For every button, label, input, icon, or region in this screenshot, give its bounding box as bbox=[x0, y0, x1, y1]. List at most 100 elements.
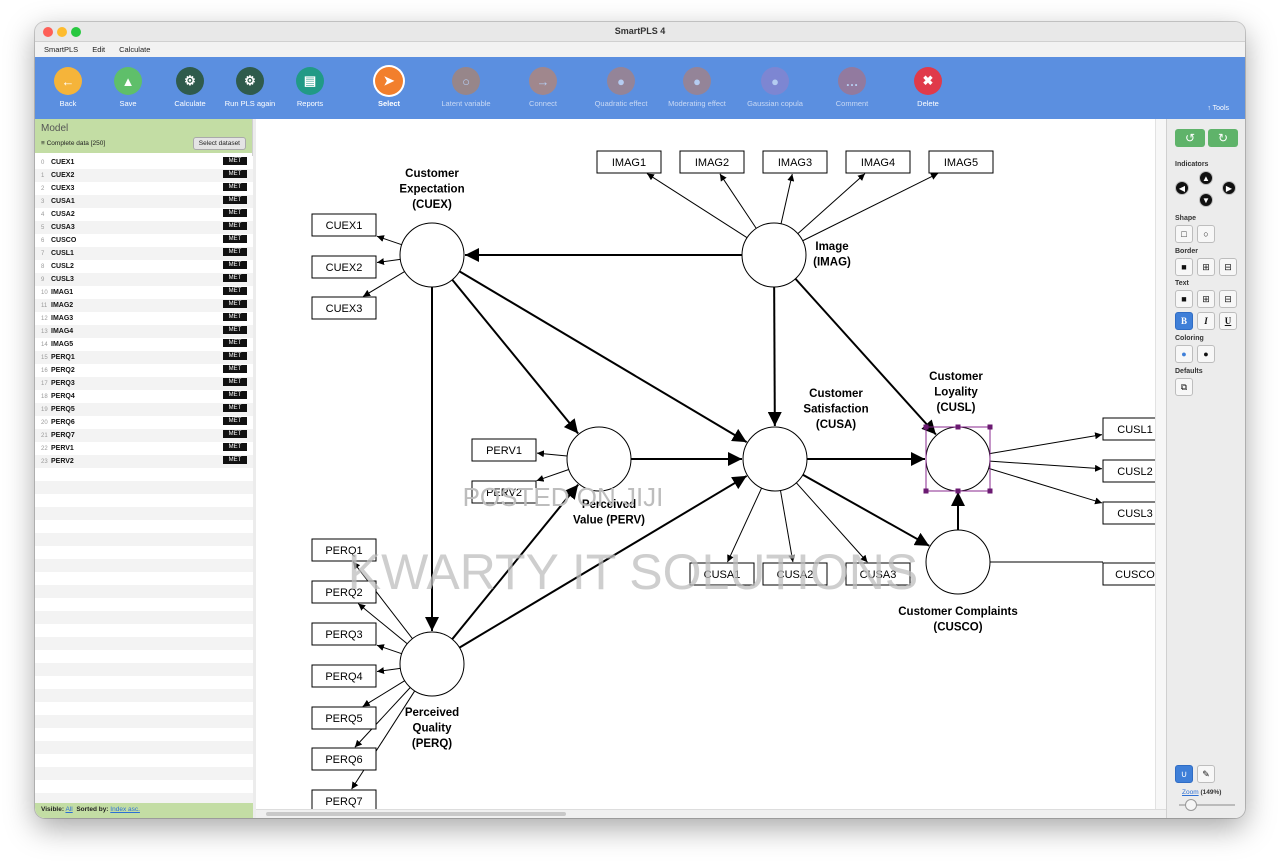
loading-imag-imag4[interactable] bbox=[797, 173, 866, 235]
indicator-box[interactable]: PERQ5 bbox=[311, 706, 377, 730]
indicator-box[interactable]: CUSA1 bbox=[689, 562, 755, 586]
loading-perq-perq7[interactable] bbox=[351, 690, 416, 790]
loading-cusa-cusa1[interactable] bbox=[727, 487, 763, 563]
loading-imag-imag1[interactable] bbox=[646, 173, 748, 239]
loading-cuex-cuex3[interactable] bbox=[362, 271, 405, 297]
scale-badge[interactable]: MET bbox=[223, 261, 247, 269]
indicator-box[interactable]: CUEX3 bbox=[311, 296, 377, 320]
toolbar-button-gaussian-copula[interactable]: ●Gaussian copula bbox=[740, 67, 810, 108]
construct-cusco[interactable] bbox=[925, 529, 991, 595]
loading-perq-perq6[interactable] bbox=[354, 687, 411, 748]
construct-cusl[interactable] bbox=[923, 424, 993, 494]
loading-perv-perv1[interactable] bbox=[536, 450, 568, 458]
toolbar-button-moderating-effect[interactable]: ●Moderating effect bbox=[662, 67, 732, 108]
toolbar-button-calculate[interactable]: ⚙Calculate bbox=[155, 67, 225, 108]
scale-badge[interactable]: MET bbox=[223, 222, 247, 230]
loading-cusl-cusl1[interactable] bbox=[989, 432, 1103, 455]
scale-badge[interactable]: MET bbox=[223, 456, 247, 464]
scale-badge[interactable]: MET bbox=[223, 339, 247, 347]
loading-cusa-cusa2[interactable] bbox=[779, 490, 796, 563]
border-decrease-button[interactable]: ⊟ bbox=[1219, 258, 1237, 276]
scale-badge[interactable]: MET bbox=[223, 417, 247, 425]
indicator-box[interactable]: PERQ3 bbox=[311, 622, 377, 646]
path-cusa-cusco[interactable] bbox=[802, 473, 930, 547]
construct-perq[interactable] bbox=[399, 631, 465, 697]
select-dataset-button[interactable]: Select dataset bbox=[192, 137, 246, 150]
zoom-link[interactable]: Zoom bbox=[1182, 789, 1199, 796]
visible-filter-link[interactable]: All bbox=[65, 806, 73, 813]
close-window-button[interactable] bbox=[43, 27, 53, 37]
indicator-box[interactable]: PERV1 bbox=[471, 438, 537, 462]
indicator-box[interactable]: CUSA3 bbox=[845, 562, 911, 586]
text-increase-button[interactable]: ⊞ bbox=[1197, 290, 1215, 308]
loading-perq-perq2[interactable] bbox=[357, 603, 408, 645]
indicator-box[interactable]: CUSL3 bbox=[1102, 501, 1168, 525]
toolbar-button-reports[interactable]: ▤Reports bbox=[275, 67, 345, 108]
construct-cusa[interactable] bbox=[742, 426, 808, 492]
scale-badge[interactable]: MET bbox=[223, 170, 247, 178]
vertical-scrollbar[interactable] bbox=[1155, 119, 1166, 809]
indicator-box[interactable]: CUSL2 bbox=[1102, 459, 1168, 483]
indicator-box[interactable]: IMAG3 bbox=[762, 150, 828, 174]
scale-badge[interactable]: MET bbox=[223, 326, 247, 334]
indicator-box[interactable]: IMAG5 bbox=[928, 150, 994, 174]
menu-edit[interactable]: Edit bbox=[92, 45, 106, 54]
indicator-box[interactable]: CUSA2 bbox=[762, 562, 828, 586]
resize-handle[interactable] bbox=[987, 488, 993, 494]
redo-button[interactable]: ↻ bbox=[1208, 129, 1238, 147]
line-color-icon[interactable]: ● bbox=[1197, 345, 1215, 363]
indicator-box[interactable]: PERQ1 bbox=[311, 538, 377, 562]
loading-perq-perq1[interactable] bbox=[352, 561, 413, 639]
toolbar-button-save[interactable]: ▲Save bbox=[93, 67, 163, 108]
resize-handle[interactable] bbox=[955, 424, 961, 430]
zoom-slider-track[interactable] bbox=[1179, 804, 1235, 806]
zoom-slider-knob[interactable] bbox=[1185, 799, 1197, 811]
shape-rectangle-button[interactable]: □ bbox=[1175, 225, 1193, 243]
horizontal-scrollbar[interactable] bbox=[256, 809, 1166, 818]
scale-badge[interactable]: MET bbox=[223, 209, 247, 217]
scale-badge[interactable]: MET bbox=[223, 391, 247, 399]
scale-badge[interactable]: MET bbox=[223, 235, 247, 243]
indicator-box[interactable]: CUEX2 bbox=[311, 255, 377, 279]
border-increase-button[interactable]: ⊞ bbox=[1197, 258, 1215, 276]
indicator-box[interactable]: PERV2 bbox=[471, 480, 537, 504]
scale-badge[interactable]: MET bbox=[223, 300, 247, 308]
minimize-window-button[interactable] bbox=[57, 27, 67, 37]
indicator-box[interactable]: PERQ4 bbox=[311, 664, 377, 688]
loading-cusl-cusl2[interactable] bbox=[989, 460, 1103, 472]
toolbar-button-connect[interactable]: →Connect bbox=[508, 67, 578, 108]
indicator-box[interactable]: IMAG4 bbox=[845, 150, 911, 174]
path-imag-cusl[interactable] bbox=[794, 278, 937, 436]
scale-badge[interactable]: MET bbox=[223, 430, 247, 438]
indicator-box[interactable]: IMAG1 bbox=[596, 150, 662, 174]
loading-perv-perv2[interactable] bbox=[536, 469, 569, 482]
border-color-button[interactable]: ■ bbox=[1175, 258, 1193, 276]
text-decrease-button[interactable]: ⊟ bbox=[1219, 290, 1237, 308]
resize-handle[interactable] bbox=[923, 488, 929, 494]
indicator-box[interactable]: PERQ7 bbox=[311, 789, 377, 813]
defaults-layers-icon[interactable]: ⧉ bbox=[1175, 378, 1193, 396]
loading-perq-perq5[interactable] bbox=[362, 680, 405, 707]
toolbar-button-latent-variable[interactable]: ○Latent variable bbox=[431, 67, 501, 108]
scale-badge[interactable]: MET bbox=[223, 313, 247, 321]
toolbar-button-back[interactable]: ←Back bbox=[35, 67, 103, 108]
indicator-box[interactable]: PERQ2 bbox=[311, 580, 377, 604]
